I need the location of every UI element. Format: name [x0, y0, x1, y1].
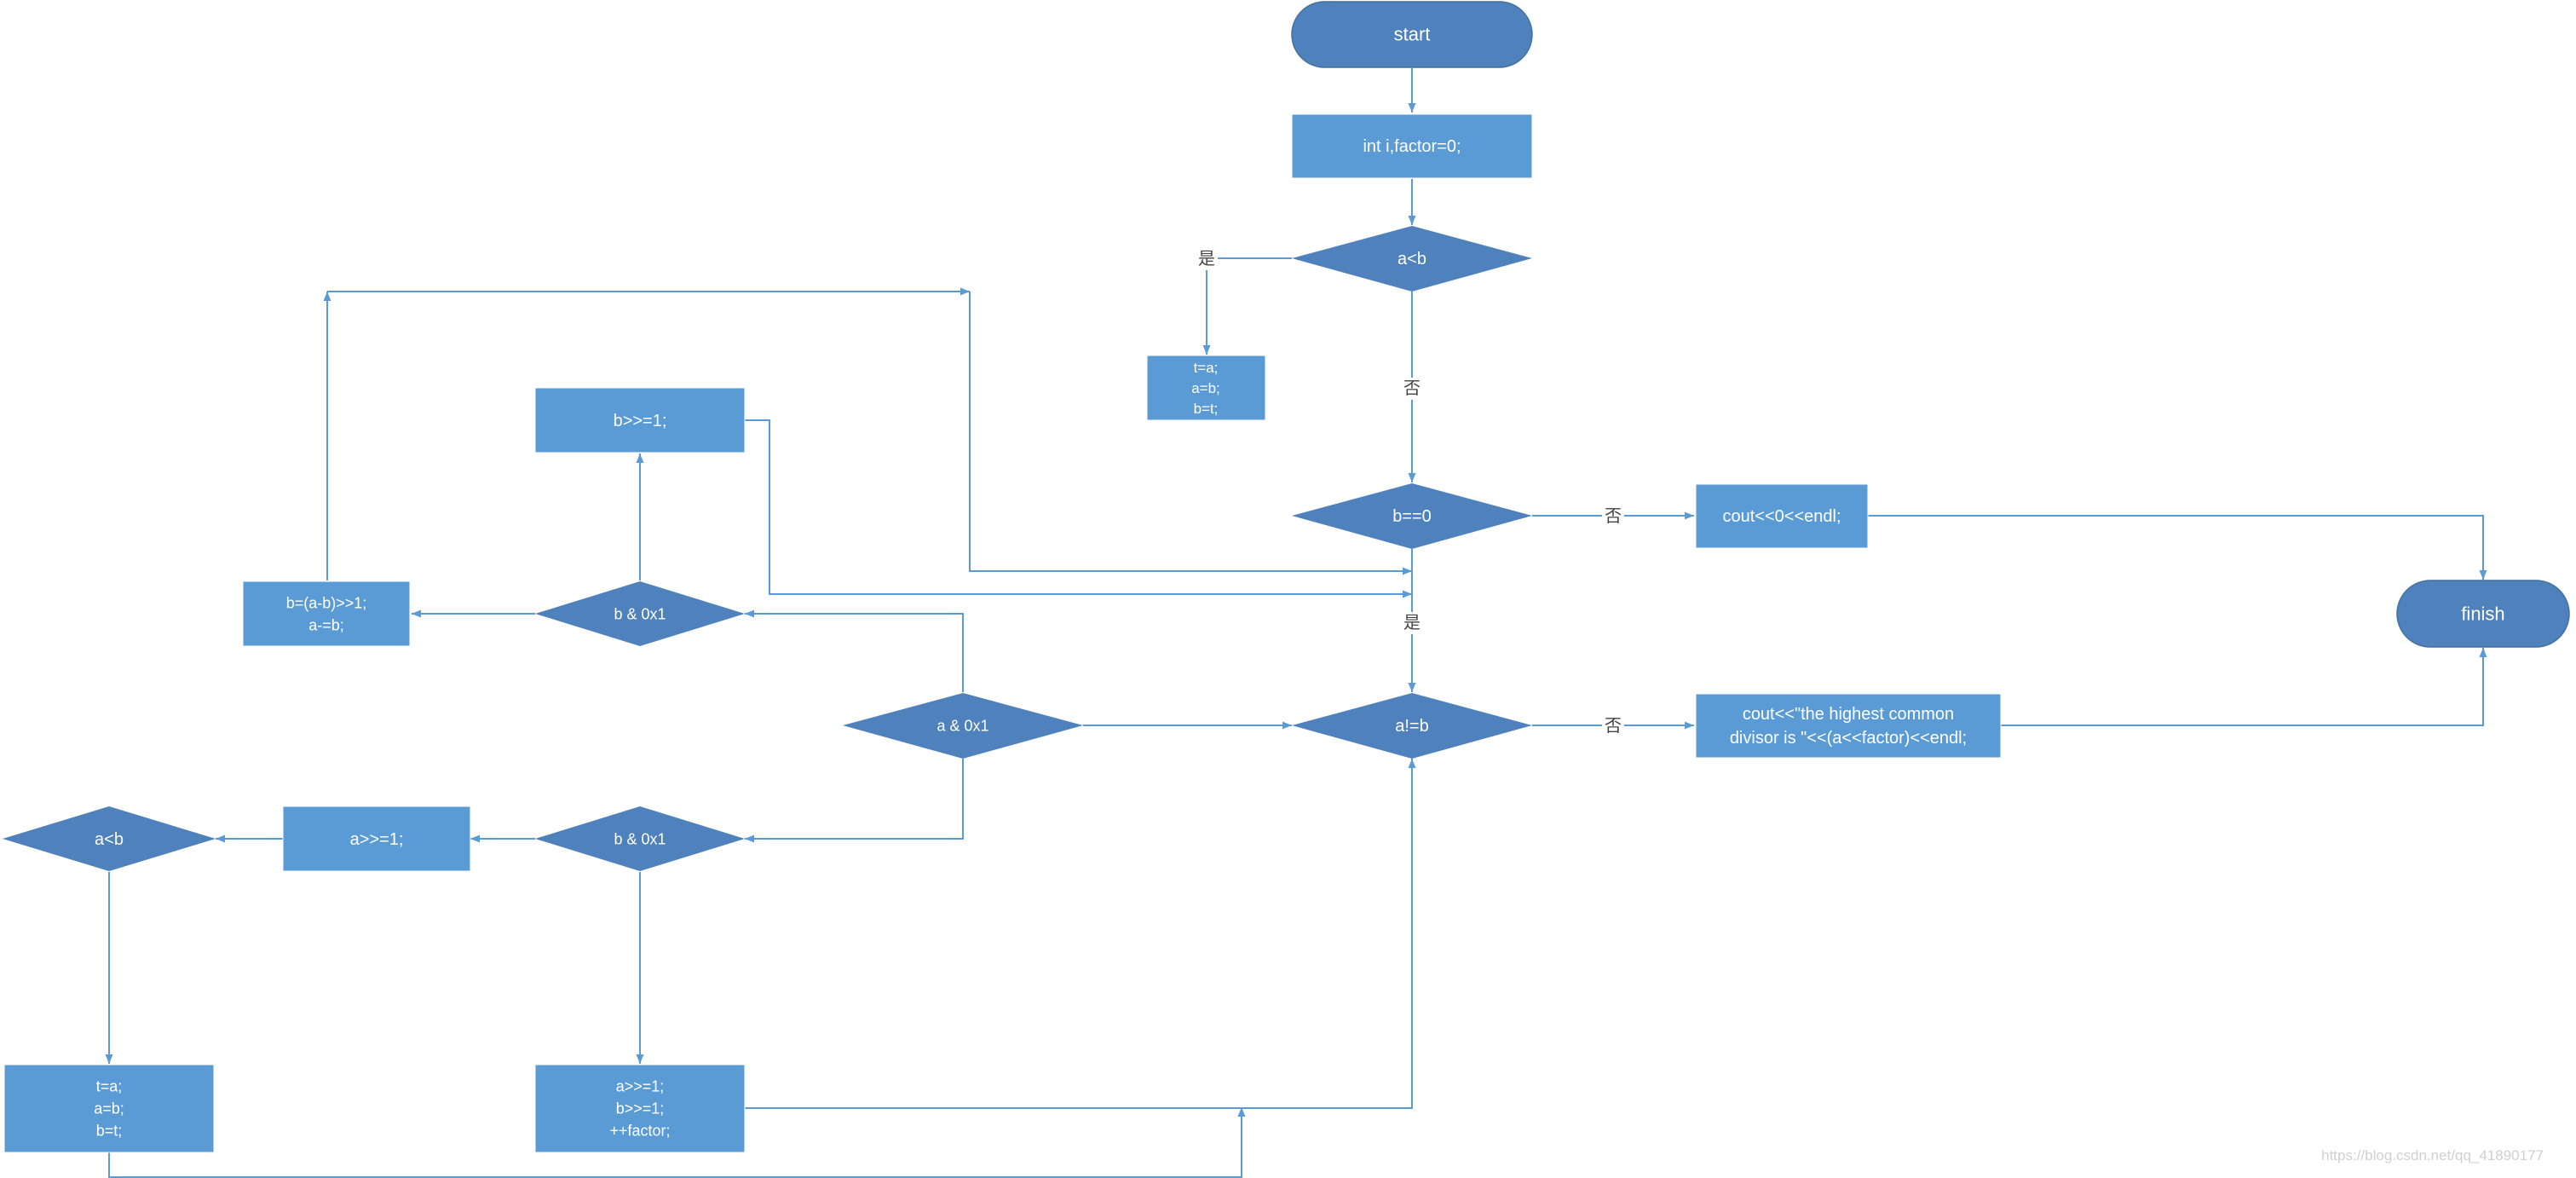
- edge-label-background: [1196, 248, 1218, 270]
- edge-label-background: [1401, 612, 1423, 634]
- edge-a-and-1-to-b-and-1-bottom: [745, 759, 964, 843]
- label-line: int i,factor=0;: [1363, 137, 1461, 156]
- label-line: b=t;: [1194, 401, 1219, 417]
- a-ne-b-decision: [1292, 693, 1532, 759]
- label-line: a=b;: [94, 1100, 124, 1117]
- cond-b-and-1-bottom-label: b & 0x1: [614, 830, 666, 847]
- label-line: divisor is "<<(a<<factor)<<endl;: [1730, 729, 1967, 748]
- start-terminal: [1291, 1, 1533, 68]
- label-line: b=(a-b)>>1;: [286, 594, 367, 611]
- cond-a-and-1-label: a & 0x1: [936, 717, 988, 734]
- node-labels: start int i,factor=0; a<b t=a; a=b; b=t; b==0 c…: [94, 24, 2504, 1140]
- label-line: b & 0x1: [614, 605, 666, 622]
- cond-b-eq-0-label: b==0: [1392, 507, 1432, 526]
- sub-step-process: [242, 580, 411, 647]
- b-and-1-bottom-decision: [535, 806, 745, 871]
- label-line: finish: [2461, 603, 2504, 625]
- label-line: b=t;: [96, 1122, 123, 1139]
- shift-a-label: a>>=1;: [350, 830, 404, 849]
- cond-a-lt-b-top-label: a<b: [1397, 250, 1426, 269]
- b-and-1-top-decision: [535, 581, 745, 646]
- swap-bottom-label: t=a; a=b; b=t;: [94, 1077, 124, 1139]
- a-and-1-decision: [843, 693, 1083, 759]
- label-line: a-=b;: [308, 616, 344, 633]
- edge-label-yes-swap: 是: [1198, 248, 1215, 269]
- swap-top-process: [1146, 355, 1266, 421]
- watermark: https://blog.csdn.net/qq_41890177: [2321, 1147, 2544, 1164]
- label-line: b>>=1;: [614, 412, 667, 430]
- edge-label-yes-b-eq-0: 是: [1403, 612, 1421, 632]
- edge-label-background: [1602, 715, 1624, 737]
- label-line: a>>=1;: [350, 830, 404, 849]
- label-line: b>>=1;: [616, 1100, 665, 1117]
- label-line: b==0: [1392, 507, 1432, 526]
- edge-shift-both-to-a-ne-b: [745, 759, 1416, 1109]
- print-zero-process: [1695, 483, 1869, 549]
- edge-top-return-down: [969, 292, 1412, 575]
- start-label: start: [1394, 24, 1431, 45]
- label-line: a=b;: [1191, 380, 1220, 396]
- print-result-label: cout<<"the highest common divisor is "<<(…: [1730, 705, 1967, 748]
- label-line: ++factor;: [609, 1122, 670, 1139]
- swap-top-label: t=a; a=b; b=t;: [1191, 360, 1220, 417]
- shift-both-process: [534, 1064, 746, 1153]
- label-line: t=a;: [96, 1077, 123, 1094]
- cond-a-lt-b-left-label: a<b: [95, 830, 124, 849]
- label-line: a<b: [1397, 250, 1426, 269]
- nodes: [3, 1, 2570, 1153]
- init-label: int i,factor=0;: [1363, 137, 1461, 156]
- shift-a-process: [282, 806, 471, 872]
- shift-both-label: a>>=1; b>>=1; ++factor;: [609, 1077, 670, 1139]
- finish-label: finish: [2461, 603, 2504, 625]
- edge-label-no-print-zero: 否: [1605, 505, 1622, 526]
- b-eq-0-decision: [1292, 483, 1532, 549]
- a-lt-b-left-decision: [3, 806, 216, 871]
- edge-shift-b-to-loop: [745, 419, 1412, 598]
- a-lt-b-top-decision: [1292, 226, 1532, 292]
- edge-label-no-to-b-eq-0: 否: [1403, 378, 1421, 398]
- label-line: start: [1394, 24, 1431, 45]
- connectors: [105, 68, 2487, 1178]
- sub-step-label: b=(a-b)>>1; a-=b;: [286, 594, 367, 633]
- swap-bottom-process: [3, 1064, 215, 1153]
- label-line: b & 0x1: [614, 830, 666, 847]
- label-line: cout<<0<<endl;: [1722, 507, 1841, 526]
- cond-a-ne-b-label: a!=b: [1395, 717, 1428, 736]
- shift-b-top-label: b>>=1;: [614, 412, 667, 430]
- edge-label-background: [1602, 505, 1624, 528]
- cond-b-and-1-top-label: b & 0x1: [614, 605, 666, 622]
- print-result-process: [1695, 693, 2002, 759]
- init-process: [1291, 113, 1533, 179]
- label-line: a & 0x1: [936, 717, 988, 734]
- edge-swap-bottom-return: [108, 1107, 1246, 1178]
- shift-b-top-process: [534, 387, 746, 453]
- edge-a-lt-b-yes-to-swap: [1202, 257, 1292, 355]
- edge-a-and-1-to-b-and-1-top: [745, 609, 964, 692]
- print-zero-label: cout<<0<<endl;: [1722, 507, 1841, 526]
- label-line: a!=b: [1395, 717, 1428, 736]
- finish-terminal: [2396, 580, 2570, 648]
- edge-print-zero-to-finish: [1868, 515, 2487, 580]
- label-line: t=a;: [1194, 360, 1219, 376]
- edge-label-no-print-result: 否: [1605, 715, 1622, 736]
- label-line: cout<<"the highest common: [1743, 705, 1954, 724]
- label-line: a>>=1;: [616, 1077, 665, 1094]
- label-line: a<b: [95, 830, 124, 849]
- edge-label-background: [1401, 378, 1423, 400]
- edge-print-result-to-finish: [2001, 648, 2487, 726]
